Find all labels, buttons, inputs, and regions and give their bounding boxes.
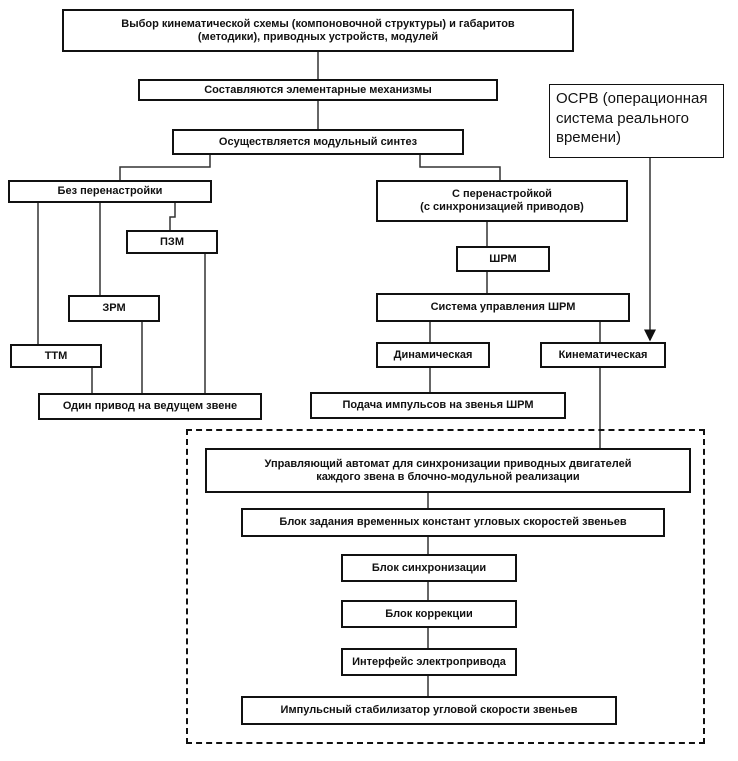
dynamic-box: Динамическая [376, 342, 490, 368]
osrv-box: ОСРВ (операционная система реального вре… [549, 84, 724, 158]
zrm-box: ЗРМ [68, 295, 160, 322]
modular-synthesis-box: Осуществляется модульный синтез [172, 129, 464, 155]
kinematic-box: Кинематическая [540, 342, 666, 368]
correction-block-box: Блок коррекции [341, 600, 517, 628]
drive-interface-box: Интерфейс электропривода [341, 648, 517, 676]
automaton-group-frame [186, 429, 705, 744]
time-constants-box: Блок задания временных констант угловых … [241, 508, 665, 537]
shrm-box: ШРМ [456, 246, 550, 272]
choose-scheme-box: Выбор кинематической схемы (компоновочно… [62, 9, 574, 52]
connector [419, 155, 501, 180]
no-retune-box: Без перенастройки [8, 180, 212, 203]
automaton-box: Управляющий автомат для синхронизации пр… [205, 448, 691, 493]
connector [169, 203, 176, 230]
pulse-stabilizer-box: Импульсный стабилизатор угловой скорости… [241, 696, 617, 725]
one-drive-box: Один привод на ведущем звене [38, 393, 262, 420]
pzm-box: ПЗМ [126, 230, 218, 254]
connector [119, 155, 211, 180]
ttm-box: ТТМ [10, 344, 102, 368]
sync-block-box: Блок синхронизации [341, 554, 517, 582]
shrm-control-box: Система управления ШРМ [376, 293, 630, 322]
elementary-mechanisms-box: Составляются элементарные механизмы [138, 79, 498, 101]
with-retune-box: С перенастройкой (с синхронизацией приво… [376, 180, 628, 222]
pulses-box: Подача импульсов на звенья ШРМ [310, 392, 566, 419]
